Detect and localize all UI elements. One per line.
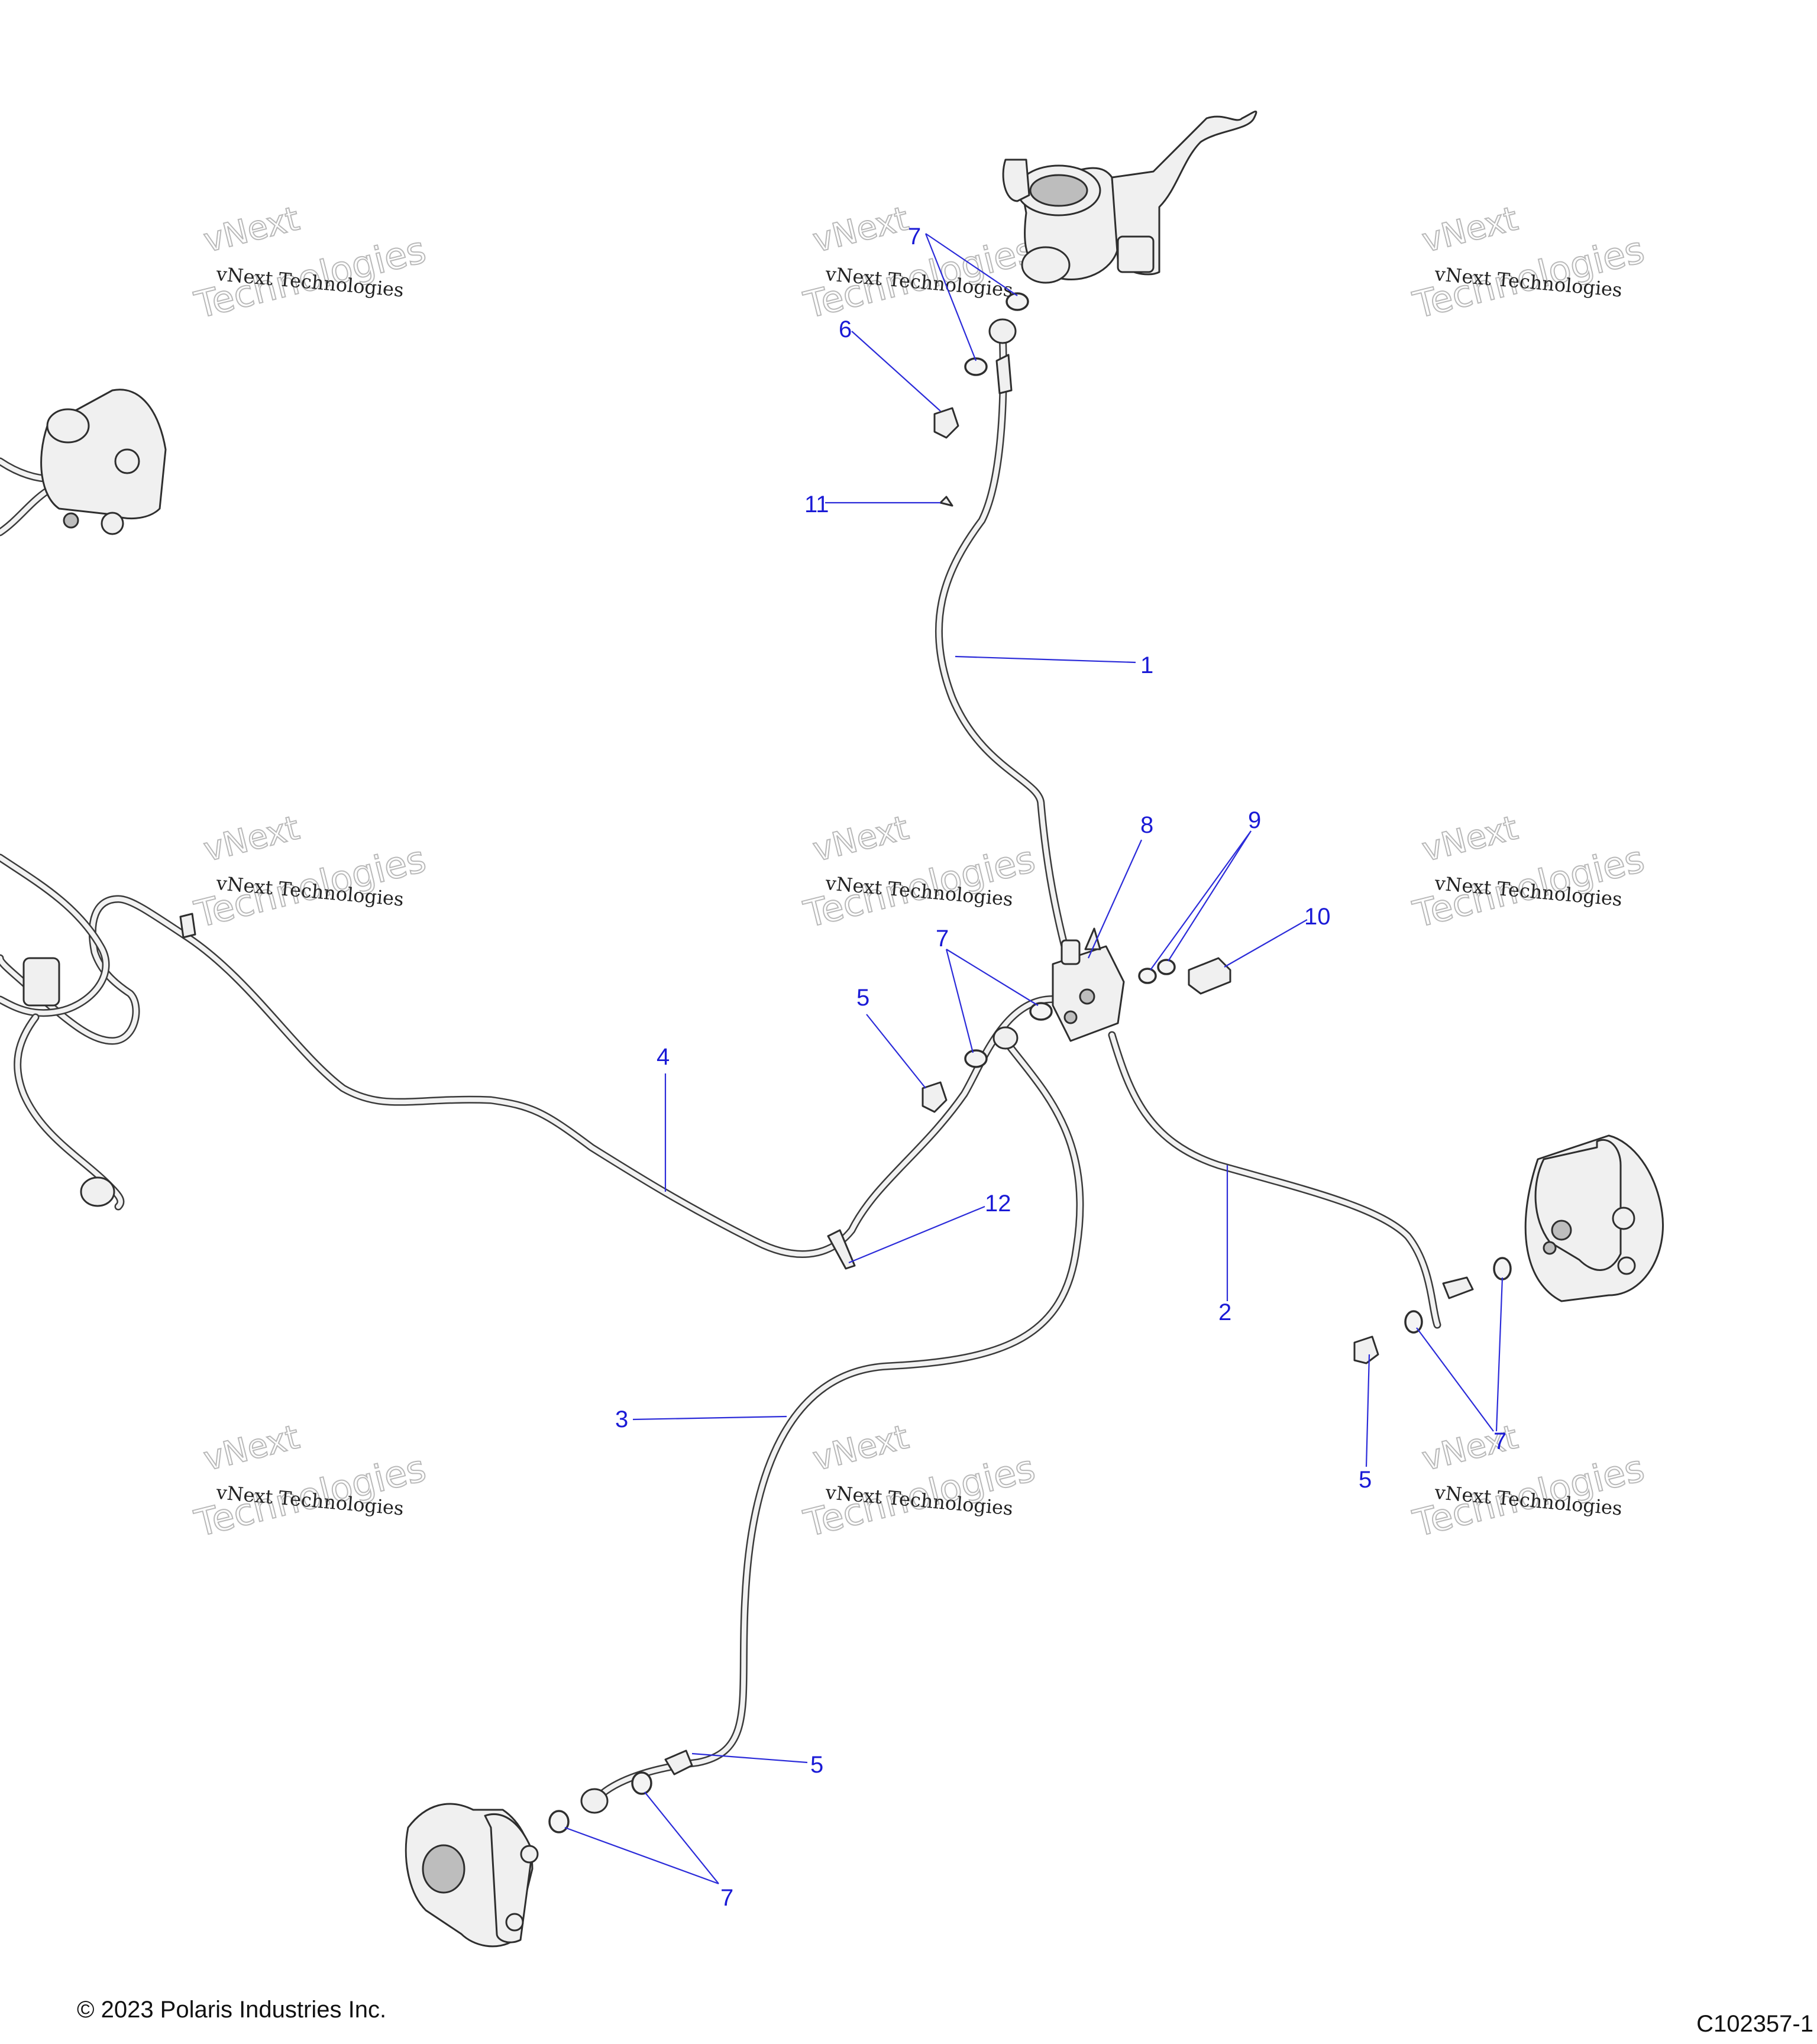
leader-lines (564, 233, 1504, 1885)
bolt-6 (933, 407, 959, 439)
watermark-bottom-right: vNext Technologies vNext Technologies (1408, 1417, 1649, 1545)
watermark-top-center: vNext Technologies vNext Technologies (799, 199, 1040, 327)
banjo-fitting-mid (992, 1026, 1019, 1050)
watermark-top-left: vNext Technologies vNext Technologies (190, 199, 431, 327)
washer-7-mid-b (964, 1049, 988, 1068)
hose-clip-left (179, 913, 196, 939)
washer-7-bottom-b (631, 1771, 652, 1795)
washer-9-a (1138, 968, 1157, 984)
watermark-vnext-text: vNext (200, 1418, 303, 1479)
washer-7-right-b (1404, 1310, 1423, 1334)
brake-line-2 (1108, 1031, 1441, 1329)
washer-7-upper-b (964, 357, 988, 376)
banjo-bolt-right (1442, 1276, 1474, 1299)
watermark-mid-center: vNext Technologies vNext Technologies (799, 808, 1040, 936)
washer-7-bottom-a (548, 1810, 570, 1833)
watermark-vnext-text: vNext (809, 199, 912, 260)
watermark-vnext-text: vNext (1418, 199, 1521, 260)
hose-clip-11 (939, 496, 953, 507)
hose-crimp-upper (995, 354, 1013, 394)
callout-5-bottom: 5 (810, 1752, 823, 1778)
banjo-fitting-upper (988, 318, 1017, 344)
left-hose-end-fitting (80, 1176, 115, 1207)
callout-11: 11 (804, 491, 829, 518)
callout-3: 3 (615, 1406, 628, 1432)
bolt-5-bottom (664, 1749, 693, 1775)
junction-block (1052, 927, 1125, 1042)
watermark-top-right: vNext Technologies vNext Technologies (1408, 199, 1649, 327)
washer-9-b (1157, 959, 1176, 975)
watermark-vnext-text: vNext (809, 808, 912, 869)
callout-5-right: 5 (1359, 1467, 1372, 1493)
callout-9: 9 (1248, 807, 1261, 833)
banjo-fitting-bottom (580, 1788, 609, 1814)
figure-id: C102357-1 (1696, 2011, 1813, 2037)
left-brake-lines (0, 457, 125, 1211)
washer-7-right-a (1493, 1257, 1512, 1280)
brake-line-1 (935, 327, 1069, 950)
copyright-notice: © 2023 Polaris Industries Inc. (77, 1997, 387, 2023)
washer-7-upper-a (1006, 292, 1029, 311)
left-brake-caliper (40, 389, 167, 535)
bolt-5-mid (922, 1081, 948, 1113)
watermark-mid-right: vNext Technologies vNext Technologies (1408, 808, 1649, 936)
callout-4: 4 (657, 1044, 670, 1070)
callout-6: 6 (839, 316, 852, 342)
bolt-5-right (1353, 1335, 1379, 1364)
master-cylinder-assembly (1002, 111, 1257, 284)
watermark-bottom-center: vNext Technologies vNext Technologies (799, 1417, 1040, 1545)
callout-10: 10 (1304, 904, 1331, 930)
watermark-vnext-text: vNext (200, 199, 303, 260)
brake-line-4 (0, 895, 1063, 1258)
callout-1: 1 (1140, 652, 1153, 678)
brake-line-3 (593, 1037, 1084, 1802)
right-brake-caliper (1524, 1134, 1664, 1302)
brake-light-switch-10 (1188, 957, 1231, 995)
callout-5-mid: 5 (856, 985, 869, 1011)
washer-7-mid-a (1029, 1002, 1053, 1021)
watermark-vnext-text: vNext (200, 808, 303, 869)
callout-7-right: 7 (1493, 1428, 1506, 1454)
watermark-bottom-left: vNext Technologies vNext Technologies (190, 1417, 431, 1545)
bottom-brake-caliper (405, 1803, 539, 1948)
watermark-vnext-text: vNext (809, 1418, 912, 1479)
watermark-mid-left: vNext Technologies vNext Technologies (190, 808, 431, 936)
watermark-vnext-text: vNext (1418, 808, 1521, 869)
callout-12: 12 (985, 1191, 1011, 1217)
left-tee-fitting (22, 957, 60, 1007)
callout-7-mid: 7 (936, 926, 949, 952)
hose-clip-12 (827, 1229, 856, 1270)
callout-7-bottom: 7 (720, 1885, 733, 1911)
callout-7-upper: 7 (908, 224, 921, 250)
callout-2: 2 (1218, 1299, 1231, 1325)
callout-8: 8 (1140, 812, 1153, 838)
